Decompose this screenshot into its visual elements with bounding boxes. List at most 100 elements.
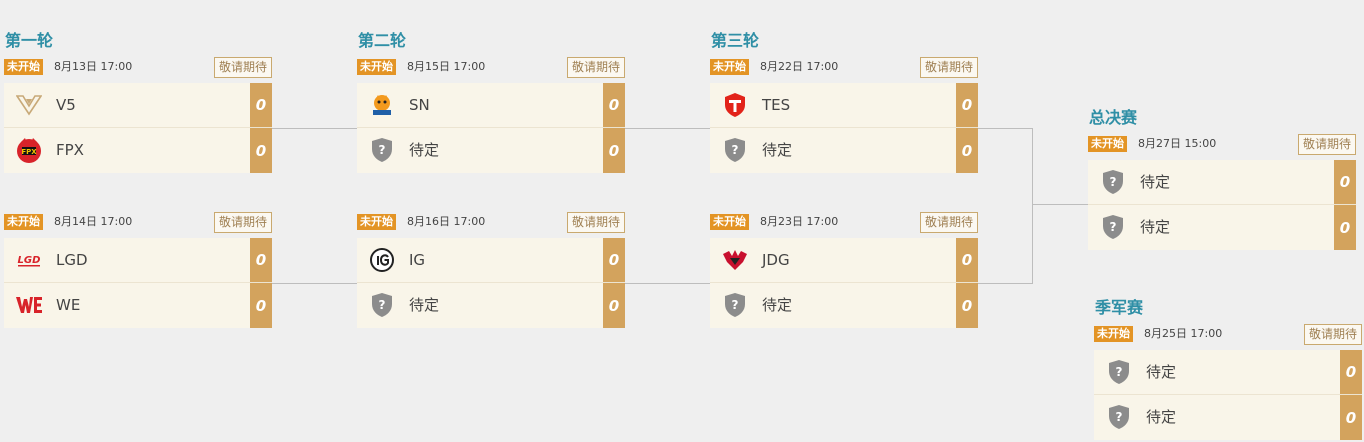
team-score: 0: [956, 128, 978, 173]
team-score: 0: [956, 83, 978, 127]
team-name: SN: [409, 96, 430, 114]
team-name: 待定: [1140, 173, 1171, 191]
team-list: IG 0 ? 待定 0: [357, 238, 625, 328]
svg-text:?: ?: [1110, 175, 1117, 189]
team-name: JDG: [762, 251, 790, 269]
question-shield-icon: ?: [368, 291, 396, 319]
match-time: 8月22日 17:00: [760, 60, 839, 73]
team-row[interactable]: SN 0: [357, 83, 625, 128]
status-badge: 未开始: [1088, 136, 1127, 152]
match-card-final: 未开始 8月27日 15:00 敬请期待 ? 待定 0 ? 待定 0: [1088, 134, 1356, 250]
team-score: 0: [603, 283, 625, 328]
match-time: 8月27日 15:00: [1138, 137, 1217, 150]
team-row[interactable]: JDG 0: [710, 238, 978, 283]
team-name: 待定: [1140, 218, 1171, 236]
connector-line: [1032, 204, 1089, 205]
question-shield-icon: ?: [1099, 168, 1127, 196]
team-name: 待定: [762, 296, 793, 314]
team-list: SN 0 ? 待定 0: [357, 83, 625, 173]
team-list: ? 待定 0 ? 待定 0: [1088, 160, 1356, 250]
status-badge: 未开始: [4, 59, 43, 75]
status-badge: 未开始: [357, 214, 396, 230]
team-row[interactable]: LGD LGD 0: [4, 238, 272, 283]
team-row[interactable]: ? 待定 0: [357, 283, 625, 328]
match-time: 8月23日 17:00: [760, 215, 839, 228]
svg-text:LGD: LGD: [18, 255, 41, 266]
fpx-logo-icon: FPX: [15, 136, 43, 164]
lgd-logo-icon: LGD: [15, 246, 43, 274]
team-name: WE: [56, 296, 81, 314]
round-title-1: 第一轮: [5, 31, 54, 50]
await-button[interactable]: 敬请期待: [1303, 324, 1362, 345]
await-button[interactable]: 敬请期待: [566, 57, 625, 78]
await-button[interactable]: 敬请期待: [213, 212, 272, 233]
team-row[interactable]: WE 0: [4, 283, 272, 328]
await-button[interactable]: 敬请期待: [1297, 134, 1356, 155]
status-badge: 未开始: [4, 214, 43, 230]
team-row[interactable]: V5 0: [4, 83, 272, 128]
svg-text:?: ?: [379, 143, 386, 157]
connector-line: [1032, 128, 1033, 284]
svg-text:FPX: FPX: [21, 148, 37, 156]
we-logo-icon: [15, 291, 43, 319]
status-badge: 未开始: [710, 59, 749, 75]
team-row[interactable]: FPX FPX 0: [4, 128, 272, 173]
team-row[interactable]: ? 待定 0: [710, 283, 978, 328]
match-card-third-place: 未开始 8月25日 17:00 敬请期待 ? 待定 0 ? 待定 0: [1094, 324, 1362, 440]
ig-logo-icon: [368, 246, 396, 274]
connector-line: [272, 283, 357, 284]
await-button[interactable]: 敬请期待: [213, 57, 272, 78]
team-row[interactable]: ? 待定 0: [710, 128, 978, 173]
team-list: V5 0 FPX FPX 0: [4, 83, 272, 173]
svg-text:?: ?: [732, 143, 739, 157]
status-badge: 未开始: [1094, 326, 1133, 342]
team-score: 0: [603, 128, 625, 173]
match-card-r3-1: 未开始 8月22日 17:00 敬请期待 TES 0 ? 待定 0: [710, 57, 978, 173]
team-name: IG: [409, 251, 426, 269]
team-row[interactable]: ? 待定 0: [1094, 395, 1362, 440]
svg-text:?: ?: [379, 298, 386, 312]
team-score: 0: [1340, 395, 1362, 440]
team-name: 待定: [409, 141, 440, 159]
team-name: 待定: [1146, 363, 1177, 381]
team-row[interactable]: ? 待定 0: [357, 128, 625, 173]
connector-line: [978, 283, 1032, 284]
svg-text:?: ?: [732, 298, 739, 312]
team-row[interactable]: ? 待定 0: [1088, 205, 1356, 250]
team-row[interactable]: TES 0: [710, 83, 978, 128]
await-button[interactable]: 敬请期待: [566, 212, 625, 233]
svg-text:?: ?: [1116, 365, 1123, 379]
await-button[interactable]: 敬请期待: [919, 212, 978, 233]
await-button[interactable]: 敬请期待: [919, 57, 978, 78]
question-shield-icon: ?: [1099, 213, 1127, 241]
connector-line: [625, 283, 710, 284]
match-time: 8月25日 17:00: [1144, 327, 1223, 340]
question-shield-icon: ?: [1105, 403, 1133, 431]
team-score: 0: [1334, 205, 1356, 250]
team-name: TES: [762, 96, 791, 114]
status-badge: 未开始: [710, 214, 749, 230]
team-list: ? 待定 0 ? 待定 0: [1094, 350, 1362, 440]
svg-text:?: ?: [1116, 410, 1123, 424]
match-time: 8月16日 17:00: [407, 215, 486, 228]
match-time: 8月13日 17:00: [54, 60, 133, 73]
team-score: 0: [250, 83, 272, 127]
team-row[interactable]: ? 待定 0: [1088, 160, 1356, 205]
sn-logo-icon: [368, 91, 396, 119]
team-score: 0: [250, 128, 272, 173]
match-card-r2-1: 未开始 8月15日 17:00 敬请期待 SN 0 ? 待定 0: [357, 57, 625, 173]
status-badge: 未开始: [357, 59, 396, 75]
team-name: 待定: [1146, 408, 1177, 426]
match-card-r3-2: 未开始 8月23日 17:00 敬请期待 JDG 0 ? 待定 0: [710, 212, 978, 328]
tes-logo-icon: [721, 91, 749, 119]
team-score: 0: [1334, 160, 1356, 204]
connector-line: [272, 128, 357, 129]
team-row[interactable]: IG 0: [357, 238, 625, 283]
svg-text:?: ?: [1110, 220, 1117, 234]
team-row[interactable]: ? 待定 0: [1094, 350, 1362, 395]
team-score: 0: [956, 283, 978, 328]
team-name: 待定: [762, 141, 793, 159]
question-shield-icon: ?: [368, 136, 396, 164]
team-list: JDG 0 ? 待定 0: [710, 238, 978, 328]
team-list: TES 0 ? 待定 0: [710, 83, 978, 173]
